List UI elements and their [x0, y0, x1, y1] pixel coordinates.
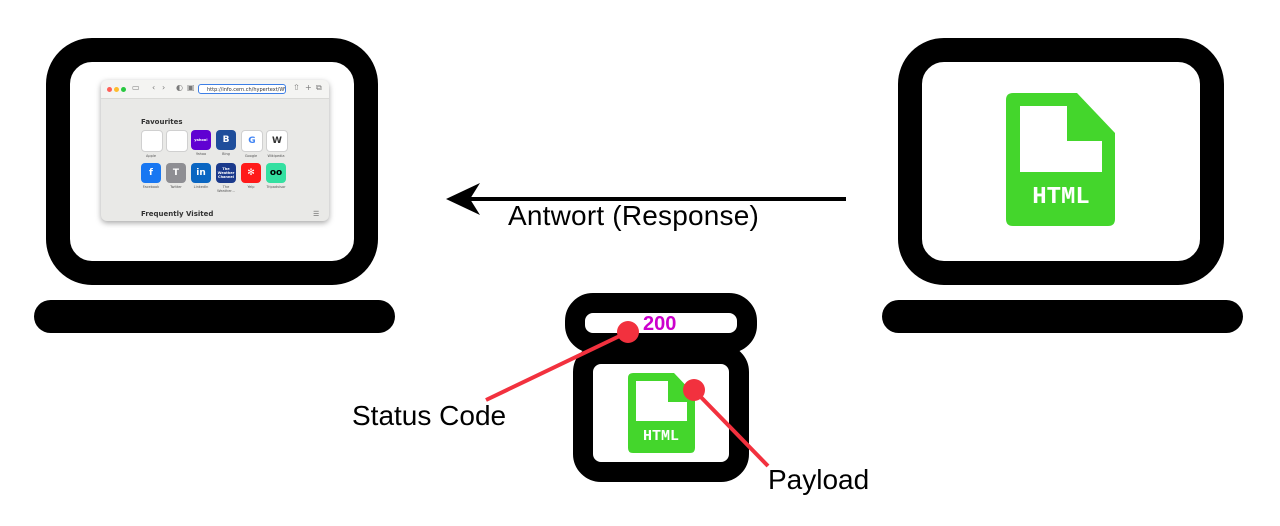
yahoo-icon: yahoo!: [191, 130, 211, 150]
favourite-tile-apple[interactable]: Apple: [141, 130, 163, 158]
favourite-tile-label: Yahoo: [195, 152, 207, 156]
share-icon[interactable]: ⇧: [293, 83, 300, 92]
favourite-tile-yelp[interactable]: ✻ Yelp: [241, 163, 263, 189]
payload-html-icon-label: HTML: [643, 428, 679, 445]
forward-icon[interactable]: ›: [162, 83, 166, 92]
back-icon[interactable]: ‹: [152, 83, 156, 92]
weather-channel-icon: The Weather Channel: [216, 163, 236, 183]
customize-sliders-icon[interactable]: ☰: [313, 211, 320, 218]
tabs-overview-icon[interactable]: ⧉: [316, 83, 322, 92]
favourite-tile-label: Apple: [146, 154, 156, 158]
maximize-dot-icon[interactable]: [121, 87, 126, 92]
html-file-icon: HTML: [1006, 93, 1115, 226]
sidebar-icon[interactable]: ▭: [132, 83, 140, 92]
tripadvisor-icon: oo: [266, 163, 286, 183]
status-code-pointer: [485, 321, 639, 402]
status-code-label: Status Code: [352, 400, 507, 431]
apple-2-icon: [166, 130, 188, 152]
twitter-icon: T: [166, 163, 186, 183]
favourite-tile-label: Facebook: [142, 185, 160, 189]
favourite-tile-label: LinkedIn: [193, 185, 209, 189]
client-laptop-base: [34, 300, 395, 333]
server-laptop-base: [882, 300, 1243, 333]
google-icon: G: [241, 130, 263, 152]
favourite-tile-wikipedia[interactable]: W Wikipedia: [266, 130, 288, 158]
wikipedia-icon: W: [266, 130, 288, 152]
favourite-tile-bing[interactable]: B Bing: [216, 130, 238, 156]
privacy-icon[interactable]: ◐: [176, 83, 183, 92]
yelp-icon: ✻: [241, 163, 261, 183]
favourite-tile-label: Bing: [222, 152, 230, 156]
favourite-tile-label: Tripadvisor: [266, 185, 286, 189]
favourite-tile-label: Yelp: [247, 185, 255, 189]
favourite-tile-label: Wikipedia: [267, 154, 285, 158]
favourite-tile-label: Google: [244, 154, 258, 158]
payload-pointer: [683, 379, 770, 468]
bing-icon: B: [216, 130, 236, 150]
favourite-tile-yahoo[interactable]: yahoo! Yahoo: [191, 130, 213, 156]
status-code-value: 200: [643, 313, 677, 335]
linkedin-icon: in: [191, 163, 211, 183]
html-file-icon-label: HTML: [1032, 184, 1090, 211]
apple-icon: [141, 130, 163, 152]
favourite-tile-twitter[interactable]: T Twitter: [166, 163, 188, 189]
minimize-dot-icon[interactable]: [114, 87, 119, 92]
favourite-tile-label: The Weather...: [217, 185, 235, 193]
response-label: Antwort (Response): [508, 200, 760, 231]
reader-icon[interactable]: ▣: [187, 83, 195, 92]
favourite-tile-apple-2[interactable]: [166, 130, 188, 154]
new-tab-icon[interactable]: +: [305, 83, 312, 92]
payload-html-icon: HTML: [628, 373, 695, 453]
frequently-visited-heading: Frequently Visited: [141, 210, 214, 218]
payload-label: Payload: [768, 464, 870, 495]
favourite-tile-google[interactable]: G Google: [241, 130, 263, 158]
browser-window: ▭ ‹ › ◐ ▣ http://info.cern.ch/hypertext/…: [101, 80, 329, 221]
facebook-icon: f: [141, 163, 161, 183]
address-bar[interactable]: http://info.cern.ch/hypertext/WWW/TheP: [198, 84, 286, 94]
favourites-heading: Favourites: [141, 118, 183, 126]
browser-toolbar: ▭ ‹ › ◐ ▣ http://info.cern.ch/hypertext/…: [101, 80, 329, 99]
response-arrow: [446, 183, 846, 215]
favourite-tile-label: Twitter: [170, 185, 182, 189]
close-dot-icon[interactable]: [107, 87, 112, 92]
